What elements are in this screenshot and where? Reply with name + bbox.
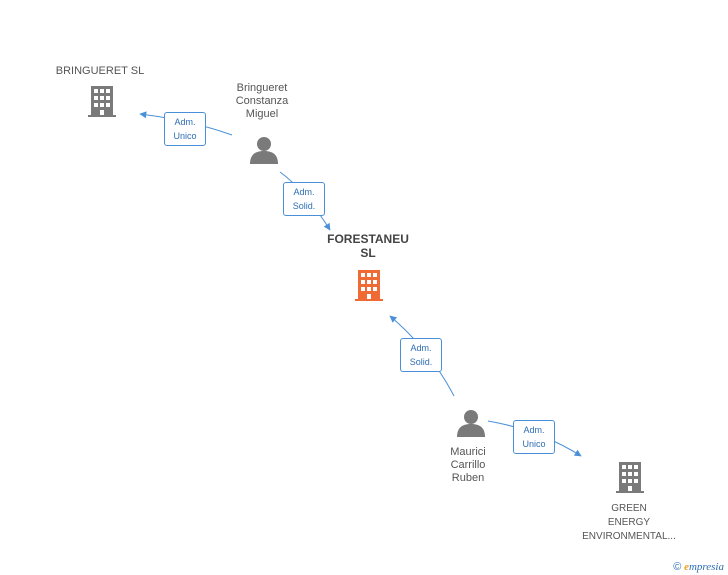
edge-label-adm-solid[interactable]: Adm. Solid. [400,338,442,372]
edge-label-line: Solid. [409,357,433,367]
brand-initial: e [684,561,689,573]
edge-label-line: Unico [173,131,197,141]
person-name-line: Miguel [245,108,279,120]
copyright-icon: © [673,561,682,573]
building-icon[interactable] [355,270,383,301]
person-icon[interactable] [250,137,278,164]
building-icon[interactable] [616,462,644,493]
edge-label-adm-unico[interactable]: Adm. Unico [164,112,206,146]
edge-label-line: Solid. [292,201,316,211]
person-name-line: Ruben [451,472,485,484]
person-name-line: Maurici [450,446,486,458]
node-label-forestaneu[interactable]: FORESTANEU SL [318,232,418,260]
edge-label-adm-unico[interactable]: Adm. Unico [513,420,555,454]
empresia-watermark: © empresia [673,561,724,573]
brand-name: mpresia [688,561,724,573]
company-name-line: SL [360,246,376,260]
company-name-line: GREEN [611,503,647,514]
node-label-bringueret-person[interactable]: Bringueret Constanza Miguel [212,82,312,121]
edge-label-line: Adm. [523,425,545,435]
person-name-line: Bringueret [236,82,288,94]
person-name-line: Carrillo [450,459,486,471]
company-name: BRINGUERET SL [55,65,145,77]
edge-label-line: Adm. [174,117,196,127]
node-label-maurici-person[interactable]: Maurici Carrillo Ruben [418,446,518,485]
company-name-line: ENERGY [607,517,651,528]
node-label-bringueret-sl[interactable]: BRINGUERET SL [40,65,160,78]
edge-label-line: Adm. [293,187,315,197]
edge-label-adm-solid[interactable]: Adm. Solid. [283,182,325,216]
edge-label-line: Adm. [410,343,432,353]
building-icon[interactable] [88,86,116,117]
person-name-line: Constanza [235,95,289,107]
edge-label-line: Unico [522,439,546,449]
company-name-line: FORESTANEU [327,232,409,246]
company-name-line: ENVIRONMENTAL... [582,531,676,542]
node-label-green-energy[interactable]: GREEN ENERGY ENVIRONMENTAL... [570,502,688,544]
person-icon[interactable] [457,410,485,437]
